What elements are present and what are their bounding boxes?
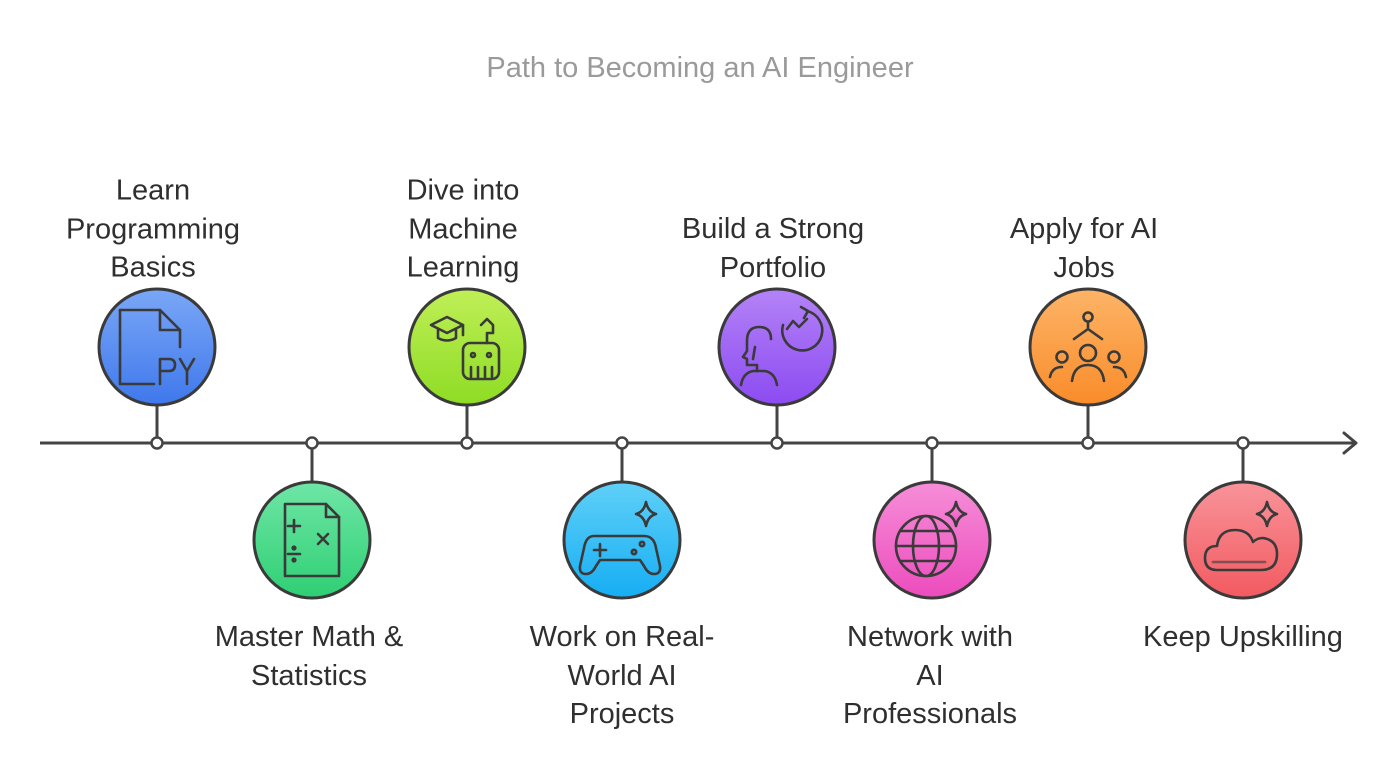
timeline-arrowhead bbox=[1342, 431, 1358, 455]
step-3-label: Dive into Machine Learning bbox=[406, 174, 520, 284]
step-8-label: Keep Upskilling bbox=[1143, 621, 1343, 653]
person-growth-icon bbox=[739, 305, 824, 387]
globe-sparkle-icon bbox=[894, 500, 968, 578]
team-hierarchy-icon bbox=[1048, 311, 1128, 383]
step-4-node bbox=[562, 436, 682, 600]
math-operations-document-icon bbox=[283, 502, 341, 578]
cloud-sparkle-icon bbox=[1203, 500, 1279, 572]
step-7-node bbox=[1028, 287, 1148, 450]
game-controller-sparkle-icon bbox=[578, 500, 662, 576]
step-7-label: Apply for AI Jobs bbox=[1009, 213, 1159, 284]
diagram-title: Path to Becoming an AI Engineer bbox=[486, 52, 914, 84]
step-5-node bbox=[717, 287, 837, 450]
step-2-node bbox=[252, 436, 372, 600]
step-1-node bbox=[97, 287, 217, 450]
graduation-cap-robot-icon bbox=[429, 315, 501, 381]
python-file-icon bbox=[118, 308, 196, 386]
step-8-node bbox=[1183, 436, 1303, 600]
step-1-label: Learn Programming Basics bbox=[65, 174, 241, 284]
step-6-node bbox=[872, 436, 992, 600]
step-4-label: Work on Real- World AI Projects bbox=[529, 621, 715, 730]
step-5-label: Build a Strong Portfolio bbox=[681, 213, 865, 284]
step-3-node bbox=[407, 287, 527, 450]
step-2-label: Master Math & Statistics bbox=[214, 621, 404, 692]
step-6-label: Network with AI Professionals bbox=[842, 621, 1018, 730]
